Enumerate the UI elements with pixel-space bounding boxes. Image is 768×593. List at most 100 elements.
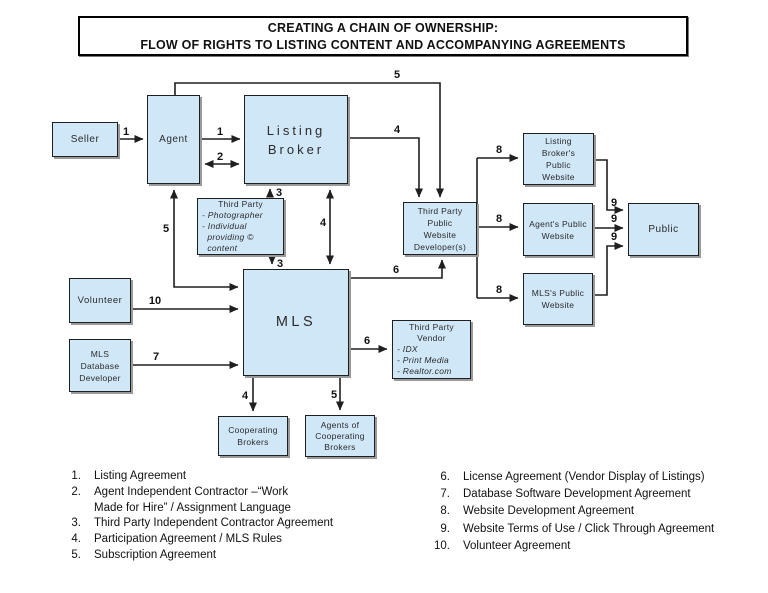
legend-item: 7. Database Software Development Agreeme… bbox=[418, 486, 768, 503]
node-coop-line: Brokers bbox=[237, 437, 269, 447]
legend-item: 6. License Agreement (Vendor Display of … bbox=[418, 469, 768, 486]
legend-num: 1. bbox=[71, 470, 81, 482]
legend-num: 3. bbox=[71, 517, 81, 530]
node-public-label: Public bbox=[648, 223, 679, 235]
node-seller: Seller bbox=[52, 122, 118, 157]
arrow-broker-developer bbox=[349, 137, 423, 198]
node-third-party-content-item: providing © bbox=[202, 232, 254, 242]
edge-label-seller-agent: 1 bbox=[123, 126, 129, 138]
node-website-developer-line: Website bbox=[423, 229, 457, 240]
legend-item: 10. Volunteer Agreement bbox=[418, 538, 768, 555]
legend-num: 10. bbox=[434, 539, 450, 552]
legend-text: License Agreement (Vendor Display of Lis… bbox=[463, 471, 705, 483]
legend-item: 5. Subscription Agreement bbox=[60, 548, 410, 564]
node-listing-broker-line: Listing bbox=[266, 122, 326, 138]
edge-label-mls-coop: 4 bbox=[242, 390, 249, 402]
node-mls: MLS bbox=[243, 269, 349, 376]
node-vendor-item: - Realtor.com bbox=[397, 366, 452, 376]
edge-label-dev-lb-site: 8 bbox=[496, 144, 502, 156]
legend-num: 5. bbox=[71, 548, 81, 561]
legend-text: Agent Independent Contractor –“Work bbox=[94, 485, 289, 498]
edge-label-agent-site-public: 9 bbox=[611, 213, 617, 225]
node-public: Public bbox=[628, 203, 699, 256]
edge-label-content-mls: 3 bbox=[277, 258, 283, 270]
arrow-mls-developer bbox=[350, 259, 446, 279]
legend-item: Made for Hire” / Assignment Language bbox=[60, 501, 410, 517]
node-mls-label: MLS bbox=[275, 313, 317, 330]
node-volunteer: Volunteer bbox=[69, 278, 131, 323]
node-website-developer-line: Public bbox=[427, 217, 453, 228]
legend-text: Volunteer Agreement bbox=[463, 539, 571, 552]
edge-label-mls-site-public: 9 bbox=[611, 231, 617, 243]
node-mls-db-line: Developer bbox=[79, 372, 121, 383]
legend-text: Third Party Independent Contractor Agree… bbox=[94, 517, 334, 530]
node-listing-broker-line: Broker bbox=[267, 141, 325, 157]
node-agent-label: Agent bbox=[159, 133, 188, 145]
legend-text: Made for Hire” / Assignment Language bbox=[94, 501, 291, 514]
node-agent: Agent bbox=[147, 95, 200, 184]
arrow-mls-site-public bbox=[593, 242, 624, 296]
node-mls-site-line: MLS's Public bbox=[531, 288, 585, 298]
node-vendor-item: - Print Media bbox=[397, 355, 450, 365]
node-agents-coop-line: Cooperating bbox=[315, 430, 365, 441]
legend-item: 4. Participation Agreement / MLS Rules bbox=[60, 532, 410, 548]
legend-text: Subscription Agreement bbox=[94, 548, 217, 561]
node-vendor-title: Third Party bbox=[409, 322, 454, 332]
node-third-party-vendor: Third Party Vendor - IDX - Print Media -… bbox=[392, 320, 471, 379]
node-third-party-content-title: Third Party bbox=[218, 199, 263, 209]
legend-text: Website Development Agreement bbox=[463, 505, 635, 518]
legend-item: 8. Website Development Agreement bbox=[418, 503, 768, 520]
title-line-2: FLOW OF RIGHTS TO LISTING CONTENT AND AC… bbox=[140, 38, 626, 52]
arrow-lb-site-public bbox=[594, 159, 624, 214]
edge-label-agent-mls: 5 bbox=[163, 223, 169, 235]
legend-item: 3. Third Party Independent Contractor Ag… bbox=[60, 516, 410, 532]
legend-right-column: 6. License Agreement (Vendor Display of … bbox=[418, 469, 768, 555]
node-seller-label: Seller bbox=[70, 133, 100, 145]
edge-label-mls-agents-coop: 5 bbox=[331, 389, 337, 401]
edge-label-mls-developer: 6 bbox=[393, 264, 399, 276]
legend-num: 6. bbox=[440, 471, 450, 483]
legend-num: 2. bbox=[71, 485, 81, 498]
edge-label-agent-developer: 5 bbox=[394, 69, 400, 81]
node-mls-site-line: Website bbox=[541, 300, 575, 310]
edge-label-dev-mls-site: 8 bbox=[496, 284, 502, 296]
legend-text: Listing Agreement bbox=[94, 470, 187, 482]
node-website-developer-line: Third Party bbox=[417, 205, 463, 216]
node-third-party-content-item: - Individual bbox=[202, 221, 247, 231]
node-agent-site-line: Website bbox=[541, 230, 575, 241]
edge-label-agent-broker: 1 bbox=[217, 126, 223, 138]
legend-num: 4. bbox=[71, 533, 81, 546]
node-third-party-content-item: - Photographer bbox=[202, 210, 263, 220]
edge-label-broker-mls: 4 bbox=[320, 217, 327, 229]
legend-item: 2. Agent Independent Contractor –“Work bbox=[60, 485, 410, 501]
node-mls-db-line: MLS bbox=[90, 348, 110, 359]
node-agent-website: Agent's Public Website bbox=[523, 203, 593, 256]
diagram-title: CREATING A CHAIN OF OWNERSHIP: FLOW OF R… bbox=[78, 16, 688, 56]
node-listing-broker-website: Listing Broker's Public Website bbox=[523, 133, 594, 185]
node-third-party-content-item: content bbox=[202, 243, 238, 253]
node-mls-website: MLS's Public Website bbox=[523, 273, 593, 325]
legend-text: Website Terms of Use / Click Through Agr… bbox=[463, 522, 715, 535]
legend-text: Database Software Development Agreement bbox=[463, 488, 691, 501]
legend-left-column: 1. Listing Agreement 2. Agent Independen… bbox=[60, 469, 410, 564]
node-agent-site-line: Agent's Public bbox=[529, 218, 587, 229]
node-website-developer-line: Developer(s) bbox=[413, 241, 467, 252]
node-mls-db-line: Database bbox=[80, 360, 120, 371]
legend-num bbox=[60, 501, 81, 517]
node-agents-coop-line: Brokers bbox=[324, 441, 356, 452]
node-volunteer-label: Volunteer bbox=[77, 294, 123, 306]
node-mls-database-developer: MLS Database Developer bbox=[69, 339, 131, 392]
node-website-developer: Third Party Public Website Developer(s) bbox=[403, 202, 477, 255]
node-lb-site-line: Broker's bbox=[541, 148, 576, 158]
edge-label-volunteer-mls: 10 bbox=[149, 295, 161, 307]
node-vendor-title: Vendor bbox=[417, 333, 446, 343]
node-coop-line: Cooperating bbox=[228, 425, 278, 435]
node-third-party-content: Third Party - Photographer - Individual … bbox=[197, 198, 284, 255]
node-lb-site-line: Public bbox=[546, 160, 571, 170]
edge-label-dev-agent-site: 8 bbox=[496, 213, 502, 225]
title-line-1: CREATING A CHAIN OF OWNERSHIP: bbox=[267, 21, 499, 35]
arrow-agent-developer bbox=[174, 82, 444, 198]
edge-label-mls-vendor: 6 bbox=[364, 335, 370, 347]
